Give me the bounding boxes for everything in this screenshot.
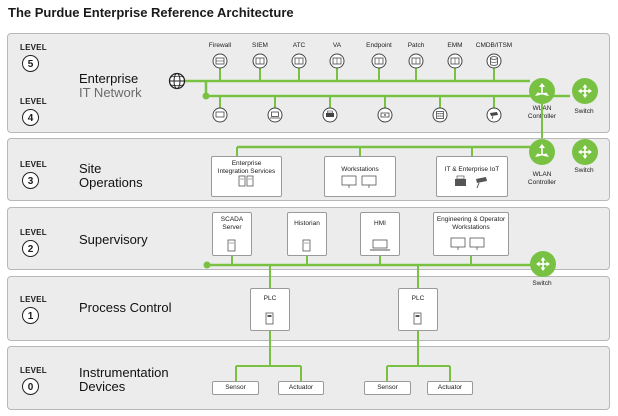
actuator1-title: Actuator (288, 384, 314, 391)
site-operations-title: Site Operations (79, 162, 143, 190)
plc1-title: PLC (263, 295, 277, 302)
box-engineering-workstations: Engineering & Operator Workstations (433, 212, 509, 256)
band-instrumentation (7, 346, 610, 410)
box-plc-2: PLC (398, 288, 438, 331)
level-0-badge: 0 (22, 378, 39, 395)
wlan-site-line2: Controller (527, 178, 557, 186)
box-hmi: HMI (360, 212, 400, 256)
box-historian: Historian (287, 212, 327, 256)
eng-title-line2: Workstations (452, 224, 490, 231)
box-sensor-2: Sensor (364, 381, 411, 395)
device-label-siem: SIEM (252, 42, 268, 49)
device-label-va: VA (332, 42, 342, 49)
instrumentation-title: Instrumentation Devices (79, 366, 169, 394)
wlan-site-line1: WLAN (532, 171, 552, 178)
eng-title-line1: Engineering & Operator (436, 216, 506, 223)
box-actuator-1: Actuator (278, 381, 324, 395)
box-plc-1: PLC (250, 288, 290, 331)
device-label-cmdb: CMDB/ITSM (475, 42, 513, 49)
scada-title-line2: Server (222, 224, 242, 231)
wlan-controller-label-top: WLAN Controller (522, 105, 562, 120)
box3-title: IT & Enterprise IoT (444, 166, 500, 173)
sensor1-title: Sensor (225, 384, 246, 391)
device-label-endpoint: Endpoint (366, 42, 392, 49)
wlan-controller-label-site: WLAN Controller (522, 171, 562, 186)
plc2-title: PLC (411, 295, 425, 302)
box1-title-line1: Enterprise (231, 160, 262, 167)
level-1-label: LEVEL (20, 295, 47, 304)
device-label-firewall: Firewall (208, 42, 232, 49)
level-3-label: LEVEL (20, 160, 47, 169)
site-title-line1: Site (79, 161, 102, 176)
box1-title-line2: Integration Services (217, 168, 276, 175)
wlan-label-line1: WLAN (532, 105, 552, 112)
site-title-line2: Operations (79, 175, 143, 190)
scada-title-line1: SCADA (220, 216, 244, 223)
box-it-enterprise-iot: IT & Enterprise IoT (436, 156, 508, 197)
hmi-title: HMI (374, 220, 386, 227)
device-label-emm: EMM (447, 42, 463, 49)
wlan-label-line2: Controller (527, 112, 557, 120)
level-2-badge: 2 (22, 240, 39, 257)
process-control-title: Process Control (79, 300, 172, 315)
box-actuator-2: Actuator (427, 381, 473, 395)
enterprise-title-sub: IT Network (79, 85, 142, 100)
box-scada-server: SCADA Server (212, 212, 252, 256)
page-title: The Purdue Enterprise Reference Architec… (8, 5, 294, 20)
band-process-control (7, 276, 610, 341)
box2-title: Workstations (341, 166, 379, 173)
switch-label-supervisory: Switch (532, 280, 552, 287)
level-5-label: LEVEL (20, 43, 47, 52)
historian-title: Historian (294, 220, 320, 227)
box-workstations-site: Workstations (324, 156, 396, 197)
instr-title-line1: Instrumentation (79, 365, 169, 380)
device-label-patch: Patch (407, 42, 425, 49)
box-enterprise-integration: Enterprise Integration Services (211, 156, 282, 197)
band-enterprise (7, 33, 610, 133)
band-site-operations (7, 138, 610, 201)
box-sensor-1: Sensor (212, 381, 259, 395)
device-label-atc: ATC (292, 42, 306, 49)
instr-title-line2: Devices (79, 379, 126, 394)
actuator2-title: Actuator (437, 384, 463, 391)
level-2-label: LEVEL (20, 228, 47, 237)
level-1-badge: 1 (22, 307, 39, 324)
supervisory-title: Supervisory (79, 232, 148, 247)
level-4-badge: 4 (22, 109, 39, 126)
level-5-badge: 5 (22, 55, 39, 72)
switch-label-top: Switch (574, 108, 594, 115)
sensor2-title: Sensor (377, 384, 398, 391)
enterprise-title-main: Enterprise (79, 71, 139, 86)
switch-label-site: Switch (574, 167, 594, 174)
enterprise-title: Enterprise IT Network (79, 72, 142, 100)
level-3-badge: 3 (22, 172, 39, 189)
level-4-label: LEVEL (20, 97, 47, 106)
level-0-label: LEVEL (20, 366, 47, 375)
